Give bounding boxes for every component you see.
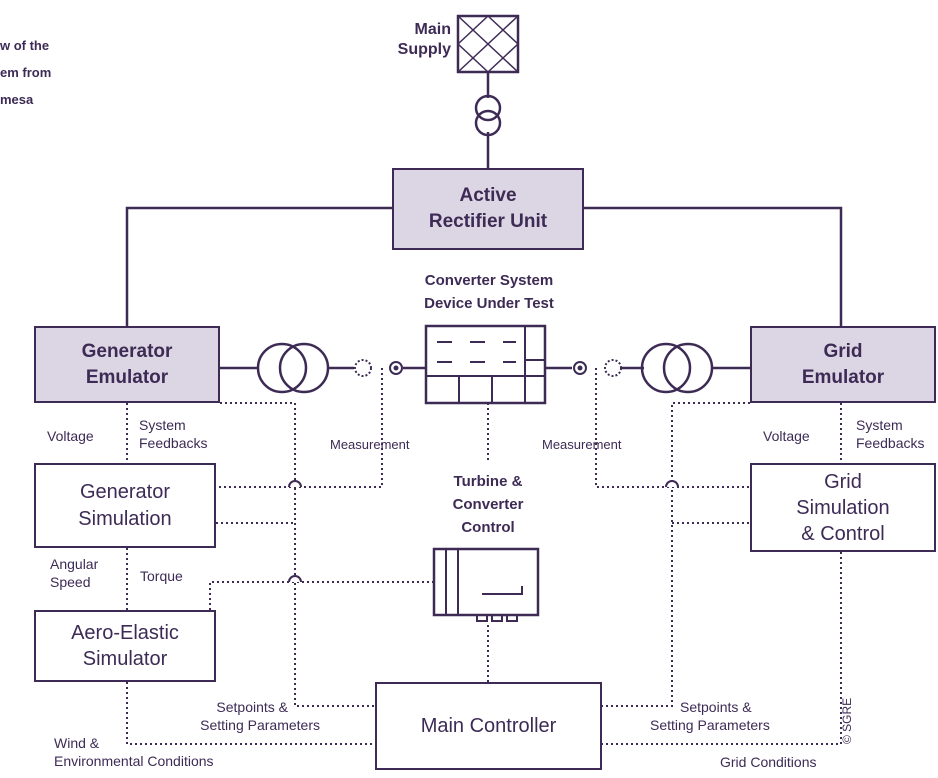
main-controller: Main Controller — [375, 682, 602, 770]
system-feedbacks-left-label: System Feedbacks — [139, 417, 207, 452]
active-rectifier-line-2: Rectifier Unit — [428, 211, 548, 232]
voltage-right-label: Voltage — [763, 428, 810, 444]
voltage-left-label: Voltage — [47, 428, 94, 444]
active-rectifier-line-1: Active — [459, 185, 517, 207]
system-feedbacks-left-line-1: System — [139, 417, 186, 433]
generator-simulation-line-2: Simulation — [78, 507, 172, 530]
converter-system-label: Converter System Device Under Test — [394, 269, 584, 315]
torque-label: Torque — [140, 568, 183, 584]
turbine-control-line-1: Turbine & — [453, 473, 523, 490]
measurement-left-label: Measurement — [330, 437, 410, 452]
setpoints-left-line-1: Setpoints & — [216, 699, 288, 715]
caption-line-2: em from — [0, 65, 52, 80]
converter-system-line-1: Converter System — [424, 272, 554, 289]
main-supply-line-2: Supply — [397, 41, 451, 58]
wind-conditions-line-1: Wind & — [54, 735, 100, 751]
grid-emulator-line-2: Emulator — [801, 366, 885, 388]
grid-simulation-line-3: & Control — [801, 522, 885, 545]
setpoints-right-label: Setpoints & Setting Parameters — [650, 699, 770, 734]
grid-simulation-control: Grid Simulation & Control — [750, 463, 936, 552]
converter-system-line-2: Device Under Test — [424, 295, 554, 312]
grid-conditions-label: Grid Conditions — [720, 754, 817, 770]
wind-conditions-label: Wind & Environmental Conditions — [54, 735, 214, 770]
system-feedbacks-left-line-2: Feedbacks — [139, 434, 208, 451]
setpoints-left-line-2: Setting Parameters — [200, 716, 320, 733]
setpoints-right-line-2: Setting Parameters — [650, 716, 770, 733]
generator-emulator-line-1: Generator — [81, 340, 173, 362]
system-feedbacks-right-line-2: Feedbacks — [856, 434, 925, 451]
wind-conditions-line-2: Environmental Conditions — [54, 752, 214, 769]
copyright-label: © SGRE — [840, 697, 854, 744]
aero-elastic-line-2: Simulator — [82, 648, 168, 670]
grid-emulator-line-1: Grid — [823, 340, 863, 362]
system-feedbacks-right-label: System Feedbacks — [856, 417, 924, 452]
grid-emulator: Grid Emulator — [750, 326, 936, 403]
main-supply-line-1: Main — [414, 21, 451, 38]
angular-speed-line-1: Angular — [50, 556, 99, 572]
generator-simulation-line-1: Generator — [79, 480, 171, 503]
generator-emulator-line-2: Emulator — [85, 366, 169, 388]
figure-caption: w of the em from mesa — [0, 32, 51, 113]
main-controller-label: Main Controller — [420, 714, 557, 737]
grid-simulation-line-1: Grid — [824, 470, 862, 493]
measurement-right-label: Measurement — [542, 437, 622, 452]
caption-line-1: w of the — [0, 38, 50, 53]
turbine-control-line-2: Converter — [452, 496, 524, 513]
system-feedbacks-right-line-1: System — [856, 417, 903, 433]
setpoints-right-line-1: Setpoints & — [680, 699, 752, 715]
turbine-control-label: Turbine & Converter Control — [414, 470, 562, 539]
main-supply-label: Main Supply — [385, 20, 451, 60]
generator-emulator: Generator Emulator — [34, 326, 220, 403]
setpoints-left-label: Setpoints & Setting Parameters — [168, 699, 320, 734]
grid-simulation-line-2: Simulation — [796, 496, 890, 519]
active-rectifier-unit: Active Rectifier Unit — [392, 168, 584, 250]
aero-elastic-line-1: Aero-Elastic — [71, 622, 179, 644]
aero-elastic-simulator: Aero-Elastic Simulator — [34, 610, 216, 682]
angular-speed-label: Angular Speed — [50, 556, 98, 591]
angular-speed-line-2: Speed — [50, 573, 91, 590]
generator-simulation: Generator Simulation — [34, 463, 216, 548]
turbine-control-line-3: Control — [461, 519, 515, 536]
caption-line-3: mesa — [0, 92, 34, 107]
